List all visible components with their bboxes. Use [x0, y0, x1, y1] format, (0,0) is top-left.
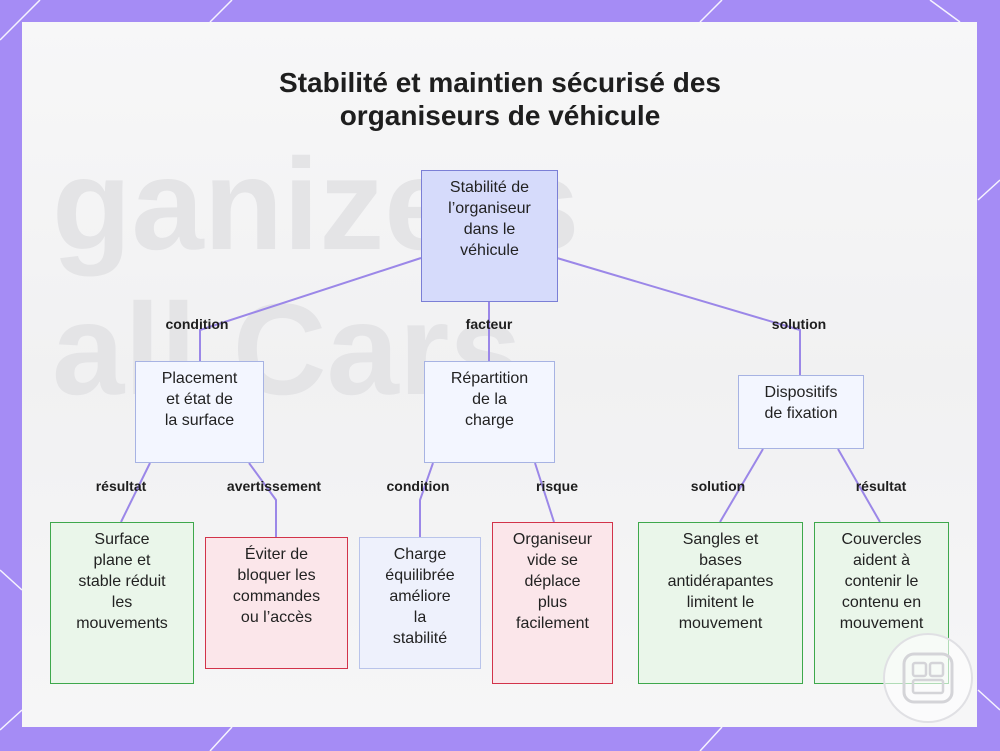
edge-root-dispositifs: [557, 258, 800, 375]
node-text-line: contenir le: [840, 571, 924, 592]
edge-root-placement: [200, 258, 421, 361]
node-text-line: et état de: [162, 389, 238, 410]
node-text-line: déplace: [513, 571, 592, 592]
node-text-line: commandes: [233, 586, 320, 607]
node-text-line: Surface: [76, 529, 168, 550]
edge-label-facteur: facteur: [466, 316, 513, 332]
node-text-line: mouvement: [840, 613, 924, 634]
node-text-line: équilibrée: [385, 565, 454, 586]
node-text-line: véhicule: [448, 240, 531, 261]
node-text-line: plus: [513, 592, 592, 613]
edge-label-resultat: résultat: [96, 478, 147, 494]
node-text-line: contenu en: [840, 592, 924, 613]
node-text-line: Stabilité de: [448, 177, 531, 198]
node-text-line: Éviter de: [233, 544, 320, 565]
node-text-line: aident à: [840, 550, 924, 571]
node-root: Stabilité de l’organiseur dans le véhicu…: [421, 170, 558, 302]
node-text-line: Charge: [385, 544, 454, 565]
node-text-line: antidérapantes: [668, 571, 774, 592]
node-organiseur: Organiseur vide se déplace plus facileme…: [492, 522, 613, 684]
node-text-line: Répartition: [451, 368, 528, 389]
node-sangles: Sangles et bases antidérapantes limitent…: [638, 522, 803, 684]
node-text-line: ou l’accès: [233, 607, 320, 628]
edge-label-solution: solution: [772, 316, 826, 332]
edge-label-risque: risque: [536, 478, 578, 494]
edge-placement-eviter: [249, 463, 276, 537]
node-repartition: Répartition de la charge: [424, 361, 555, 463]
node-text-line: stabilité: [385, 628, 454, 649]
node-text-line: vide se: [513, 550, 592, 571]
node-text-line: bloquer les: [233, 565, 320, 586]
node-charge: Charge équilibrée améliore la stabilité: [359, 537, 481, 669]
node-eviter: Éviter de bloquer les commandes ou l’acc…: [205, 537, 348, 669]
node-text-line: l’organiseur: [448, 198, 531, 219]
edge-label-condition: condition: [387, 478, 450, 494]
title-line: organiseurs de véhicule: [0, 99, 1000, 132]
node-text-line: facilement: [513, 613, 592, 634]
edge-label-resultat: résultat: [856, 478, 907, 494]
node-text-line: la: [385, 607, 454, 628]
node-text-line: plane et: [76, 550, 168, 571]
node-text-line: Dispositifs: [765, 382, 838, 403]
node-text-line: les: [76, 592, 168, 613]
node-surface: Surface plane et stable réduit les mouve…: [50, 522, 194, 684]
node-text-line: dans le: [448, 219, 531, 240]
node-text-line: de fixation: [765, 403, 838, 424]
node-text-line: charge: [451, 410, 528, 431]
node-text-line: la surface: [162, 410, 238, 431]
edge-label-avertissement: avertissement: [227, 478, 321, 494]
node-dispositifs: Dispositifs de fixation: [738, 375, 864, 449]
edge-label-condition: condition: [166, 316, 229, 332]
grid-logo-icon: [883, 633, 973, 723]
node-text-line: Placement: [162, 368, 238, 389]
node-text-line: mouvement: [668, 613, 774, 634]
node-text-line: bases: [668, 550, 774, 571]
node-placement: Placement et état de la surface: [135, 361, 264, 463]
node-text-line: stable réduit: [76, 571, 168, 592]
node-text-line: Sangles et: [668, 529, 774, 550]
edge-label-solution: solution: [691, 478, 745, 494]
node-text-line: Couvercles: [840, 529, 924, 550]
page-title: Stabilité et maintien sécurisé des organ…: [0, 66, 1000, 132]
node-text-line: de la: [451, 389, 528, 410]
node-text-line: limitent le: [668, 592, 774, 613]
title-line: Stabilité et maintien sécurisé des: [0, 66, 1000, 99]
node-text-line: mouvements: [76, 613, 168, 634]
node-text-line: Organiseur: [513, 529, 592, 550]
node-text-line: améliore: [385, 586, 454, 607]
edge-repartition-charge: [420, 463, 433, 537]
